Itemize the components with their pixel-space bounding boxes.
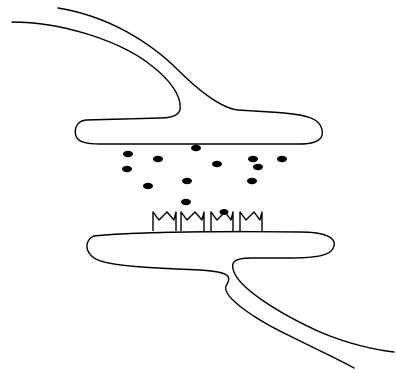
vesicle [153, 156, 163, 162]
vesicle [122, 166, 132, 172]
postsynaptic-membrane-top [94, 232, 394, 352]
receptor [153, 212, 176, 231]
vesicle [253, 164, 263, 170]
receptor [181, 212, 204, 231]
vesicle [191, 145, 201, 151]
vesicle [247, 178, 257, 184]
vesicle [123, 151, 133, 157]
vesicle [143, 183, 153, 189]
postsynaptic-membrane-outline [87, 236, 354, 368]
presynaptic-membrane-outline [12, 8, 322, 144]
presynaptic-terminal [12, 8, 322, 144]
postsynaptic-dendrite [87, 232, 394, 368]
receptor [240, 212, 262, 231]
vesicle [277, 156, 287, 162]
receptor [211, 212, 233, 231]
neurotransmitter-vesicles [122, 145, 287, 215]
vesicle [248, 156, 258, 162]
vesicle [212, 161, 222, 167]
vesicle [181, 199, 191, 205]
postsynaptic-receptors [153, 212, 262, 231]
vesicle [182, 178, 192, 184]
